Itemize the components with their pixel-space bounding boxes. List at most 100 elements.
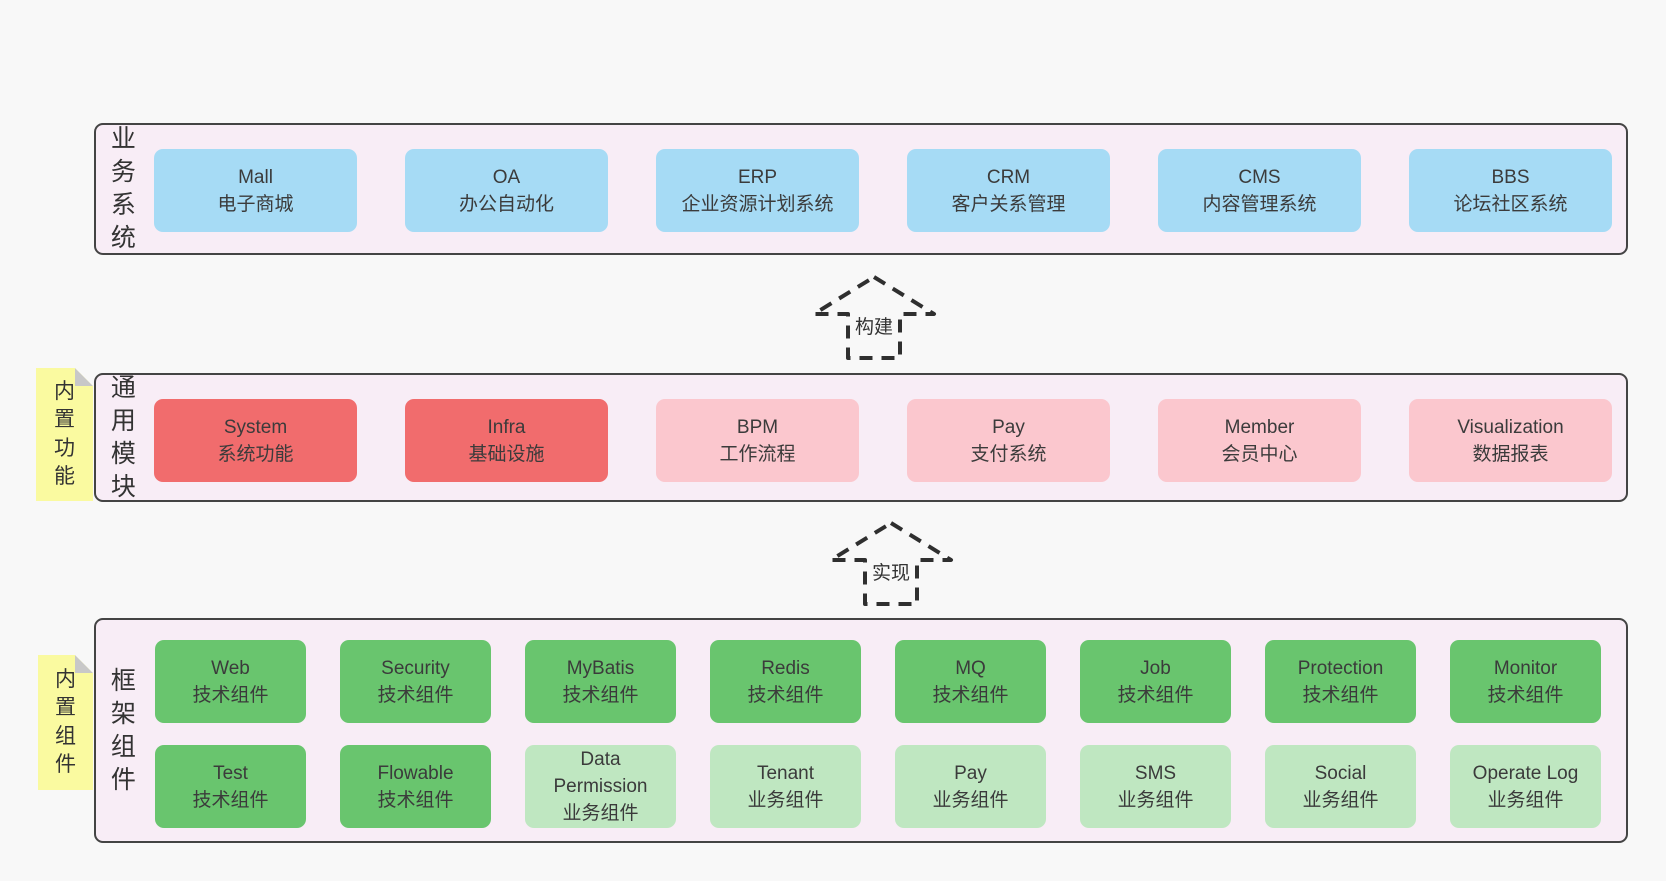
layer-common-modules: 通用模块 System 系统功能 Infra 基础设施 BPM 工作流程 Pay 支付系统 Me… [94, 373, 1628, 502]
components-box-monitor: Monitor 技术组件 [1450, 640, 1601, 723]
modules-box-visualization: Visualization 数据报表 [1409, 399, 1612, 482]
box-subtitle: 业务组件 [562, 803, 639, 824]
box-subtitle: 业务组件 [932, 789, 1009, 811]
arrow-implement-label: 实现 [868, 557, 914, 586]
box-title: Visualization [1457, 416, 1564, 438]
components-box-mq: MQ 技术组件 [895, 640, 1046, 723]
box-subtitle: 业务组件 [1487, 789, 1564, 811]
components-box-sms: SMS 业务组件 [1080, 745, 1231, 828]
modules-box-bpm: BPM 工作流程 [656, 399, 859, 482]
business-box-cms: CMS 内容管理系统 [1158, 149, 1361, 232]
components-box-social: Social 业务组件 [1265, 745, 1416, 828]
arrow-build: 构建 [811, 274, 937, 361]
layer-label-modules: 通用模块 [110, 373, 136, 501]
box-title: Data Permission [553, 749, 648, 797]
box-title: MQ [955, 657, 986, 679]
components-box-data-permission: Data Permission 业务组件 [525, 745, 676, 828]
box-subtitle: 业务组件 [1117, 789, 1194, 811]
box-title: Job [1140, 657, 1171, 679]
components-box-operate-log: Operate Log 业务组件 [1450, 745, 1601, 828]
box-title: Monitor [1493, 657, 1558, 679]
note-text: 内置功能 [53, 379, 75, 488]
components-box-job: Job 技术组件 [1080, 640, 1231, 723]
business-box-oa: OA 办公自动化 [405, 149, 608, 232]
box-title: Pay [954, 762, 987, 784]
box-title: BPM [736, 416, 779, 438]
layer-business-systems: 业务系统 Mall 电子商城 OA 办公自动化 ERP 企业资源计划系统 CRM 客户关系管理… [94, 123, 1628, 255]
box-title: MyBatis [566, 657, 635, 679]
box-title: Infra [487, 416, 526, 438]
box-title: CMS [1238, 166, 1281, 188]
box-title: Protection [1297, 657, 1384, 679]
arrow-build-label: 构建 [851, 311, 897, 340]
modules-box-system: System 系统功能 [154, 399, 357, 482]
box-subtitle: 技术组件 [192, 684, 269, 706]
components-box-test: Test 技术组件 [155, 745, 306, 828]
box-subtitle: 技术组件 [932, 684, 1009, 706]
box-subtitle: 支付系统 [970, 443, 1047, 465]
components-box-tenant: Tenant 业务组件 [710, 745, 861, 828]
box-title: SMS [1134, 762, 1177, 784]
box-subtitle: 业务组件 [1302, 789, 1379, 811]
box-subtitle: 技术组件 [747, 684, 824, 706]
box-title: Web [211, 657, 250, 679]
sticky-note-built-in-features: 内置功能 [36, 368, 93, 501]
box-subtitle: 技术组件 [377, 789, 454, 811]
box-subtitle: 办公自动化 [458, 193, 554, 215]
components-box-web: Web 技术组件 [155, 640, 306, 723]
box-subtitle: 系统功能 [217, 443, 294, 465]
box-title: Tenant [756, 762, 815, 784]
business-box-erp: ERP 企业资源计划系统 [656, 149, 859, 232]
box-title: ERP [737, 166, 778, 188]
business-box-mall: Mall 电子商城 [154, 149, 357, 232]
box-title: Pay [992, 416, 1025, 438]
box-subtitle: 企业资源计划系统 [681, 193, 834, 215]
box-subtitle: 技术组件 [1117, 684, 1194, 706]
components-box-pay: Pay 业务组件 [895, 745, 1046, 828]
box-title: Social [1314, 762, 1367, 784]
sticky-note-built-in-components: 内置组件 [38, 655, 93, 790]
layer-label-business: 业务系统 [110, 125, 136, 252]
box-subtitle: 内容管理系统 [1202, 193, 1317, 215]
business-boxes-row: Mall 电子商城 OA 办公自动化 ERP 企业资源计划系统 CRM 客户关系管理 CMS 内容… [154, 149, 1612, 232]
box-subtitle: 技术组件 [1487, 684, 1564, 706]
components-box-protection: Protection 技术组件 [1265, 640, 1416, 723]
modules-box-pay: Pay 支付系统 [907, 399, 1110, 482]
box-subtitle: 工作流程 [719, 443, 796, 465]
components-box-redis: Redis 技术组件 [710, 640, 861, 723]
box-subtitle: 客户关系管理 [951, 193, 1066, 215]
business-box-crm: CRM 客户关系管理 [907, 149, 1110, 232]
box-title: Redis [761, 657, 810, 679]
box-title: CRM [986, 166, 1031, 188]
box-title: Security [381, 657, 450, 679]
box-subtitle: 论坛社区系统 [1453, 193, 1568, 215]
box-subtitle: 基础设施 [468, 443, 545, 465]
box-subtitle: 会员中心 [1221, 443, 1298, 465]
arrow-implement: 实现 [828, 520, 954, 607]
box-title: BBS [1491, 166, 1530, 188]
box-subtitle: 业务组件 [747, 789, 824, 811]
box-subtitle: 电子商城 [217, 193, 294, 215]
box-title: System [223, 416, 288, 438]
box-subtitle: 技术组件 [562, 684, 639, 706]
box-title: Mall [238, 166, 273, 188]
arrow-up-icon [812, 275, 936, 360]
box-subtitle: 技术组件 [192, 789, 269, 811]
business-box-bbs: BBS 论坛社区系统 [1409, 149, 1612, 232]
box-subtitle: 技术组件 [1302, 684, 1379, 706]
box-title: Test [213, 762, 248, 784]
box-subtitle: 技术组件 [377, 684, 454, 706]
box-subtitle: 数据报表 [1472, 443, 1549, 465]
box-title: Operate Log [1472, 762, 1579, 784]
layer-label-components: 框架组件 [110, 666, 136, 794]
components-box-security: Security 技术组件 [340, 640, 491, 723]
arrow-up-icon [829, 521, 953, 606]
components-box-mybatis: MyBatis 技术组件 [525, 640, 676, 723]
box-title: OA [492, 166, 521, 188]
